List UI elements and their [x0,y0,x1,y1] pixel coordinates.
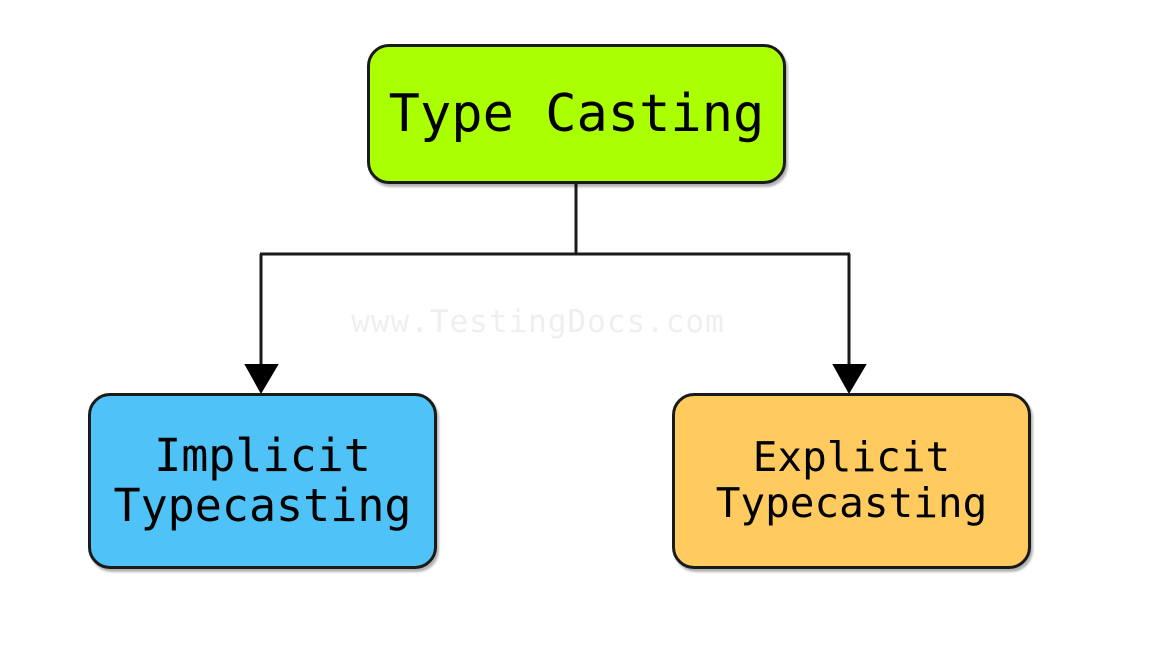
node-type-casting-label: Type Casting [388,83,765,144]
node-type-casting[interactable]: Type Casting [367,44,786,184]
arrowhead-left-icon [244,364,279,395]
node-implicit-typecasting-label: Implicit Typecasting [113,428,412,532]
node-explicit-typecasting-label: Explicit Typecasting [715,433,988,527]
node-explicit-typecasting[interactable]: Explicit Typecasting [672,393,1031,569]
arrowhead-right-icon [832,364,867,395]
watermark-text: www.TestingDocs.com [351,304,725,340]
connector-group [259,184,851,368]
node-implicit-typecasting[interactable]: Implicit Typecasting [88,393,437,569]
